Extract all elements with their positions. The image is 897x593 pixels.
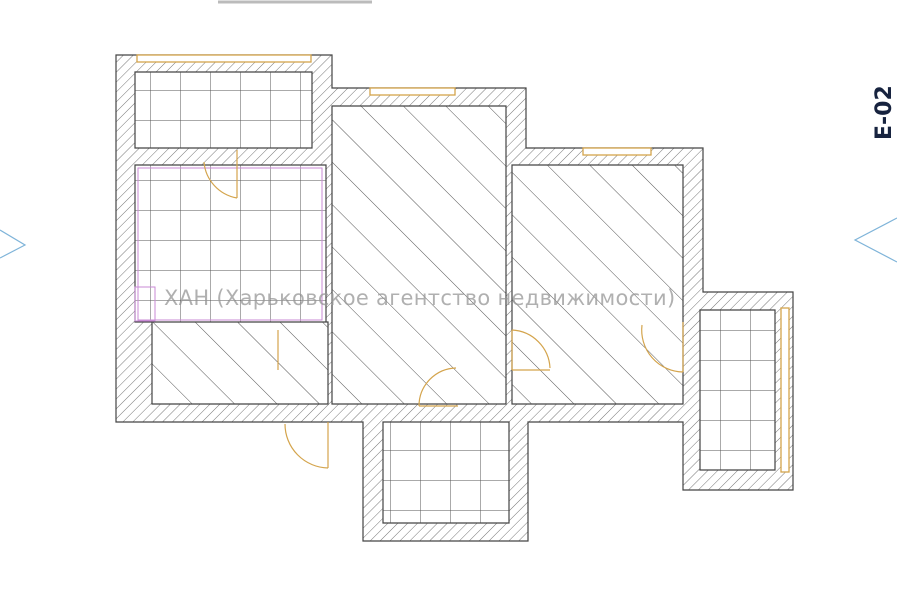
balcony-right	[699, 309, 776, 471]
bathroom	[134, 164, 327, 323]
watermark-text: ХАН (Харьковское агентство недвижимости)	[164, 286, 676, 310]
loggia-top-left	[134, 71, 313, 149]
view-direction-arrow-left-icon	[0, 229, 27, 259]
corridor	[151, 321, 329, 405]
room-right	[511, 164, 684, 405]
windows	[136, 54, 790, 473]
view-direction-arrow-right-icon	[853, 217, 897, 263]
room-middle	[331, 105, 507, 405]
doors	[203, 150, 684, 469]
bath-fixture-outline	[137, 167, 323, 321]
bottom-room	[382, 421, 510, 524]
bath-fixture-detail	[134, 286, 156, 322]
section-code-label: E-02	[872, 85, 897, 140]
